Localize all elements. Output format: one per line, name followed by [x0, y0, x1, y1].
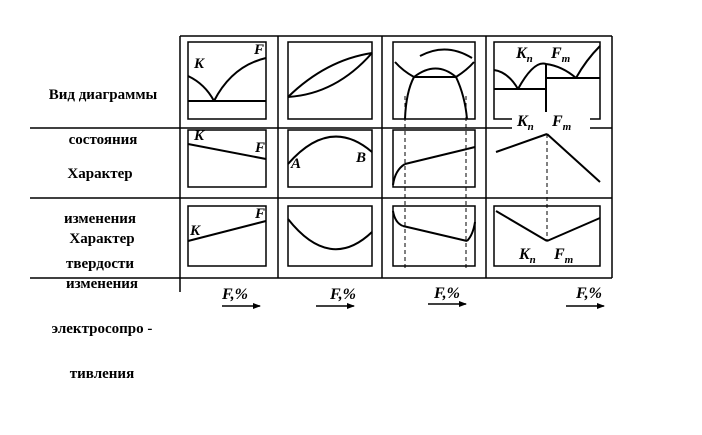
row-label-resistivity: Характер изменения электросопро - тивлен… — [28, 202, 176, 412]
row-label-line: тивления — [69, 366, 135, 382]
row-label-hardness: Характер изменения твердости — [40, 137, 160, 302]
row-label-line: состояния — [68, 132, 138, 148]
label-a: A — [290, 156, 301, 172]
projection-lines — [404, 96, 548, 270]
phase-diagram-eutectic: K F — [187, 41, 267, 120]
row-label-line: изменения — [63, 211, 137, 227]
label-k: K — [193, 128, 205, 144]
label-fm-bottom: Fm — [553, 246, 574, 266]
axis-label-text: F,% — [433, 285, 460, 302]
resistivity-minimum — [287, 205, 373, 267]
hardness-intermetallic: Kn Fm — [495, 112, 601, 183]
row-label-line: электросопро - — [51, 321, 153, 337]
axis-label-col3: F,% — [428, 285, 467, 307]
label-kn-mid: Kn — [516, 113, 534, 133]
resistivity-intermetallic: Kn Fm — [493, 205, 601, 267]
row-label-line: твердости — [65, 256, 135, 272]
hardness-limited-solubility — [392, 129, 476, 188]
row-label-line: Характер — [67, 166, 133, 182]
label-k: K — [189, 223, 201, 239]
axis-label-text: F,% — [221, 286, 248, 303]
axis-labels: F,% F,% F,% F,% — [221, 285, 605, 309]
hardness-maximum: A B — [287, 129, 373, 188]
axis-label-col2: F,% — [316, 286, 356, 309]
label-kn-top: Kn — [515, 45, 533, 65]
row-label-line: Вид диаграммы — [48, 87, 158, 103]
label-k: K — [193, 56, 205, 72]
phase-diagram-isomorphous — [287, 41, 373, 120]
label-b: B — [355, 150, 366, 166]
label-fm-top: Fm — [550, 45, 571, 65]
axis-label-text: F,% — [575, 285, 602, 302]
row-label-phase-diagram: Вид диаграммы состояния — [28, 58, 178, 178]
row-label-line: Характер — [69, 231, 135, 247]
phase-diagram-limited-solubility — [392, 41, 476, 120]
label-f: F — [254, 140, 265, 156]
label-backdrop — [512, 112, 590, 132]
label-fm-mid: Fm — [551, 113, 572, 133]
label-kn-bottom: Kn — [518, 246, 536, 266]
hardness-linear: K F — [187, 128, 267, 188]
axis-label-col1: F,% — [221, 286, 261, 309]
axis-label-col4: F,% — [566, 285, 605, 309]
resistivity-linear: K F — [187, 205, 267, 267]
table-grid — [30, 35, 613, 292]
resistivity-limited-solubility — [392, 205, 476, 267]
label-f: F — [254, 206, 265, 222]
label-f: F — [253, 42, 264, 58]
axis-label-text: F,% — [329, 286, 356, 303]
phase-diagram-intermetallic: Kn Fm — [493, 41, 601, 120]
row-label-line: изменения — [65, 276, 139, 292]
